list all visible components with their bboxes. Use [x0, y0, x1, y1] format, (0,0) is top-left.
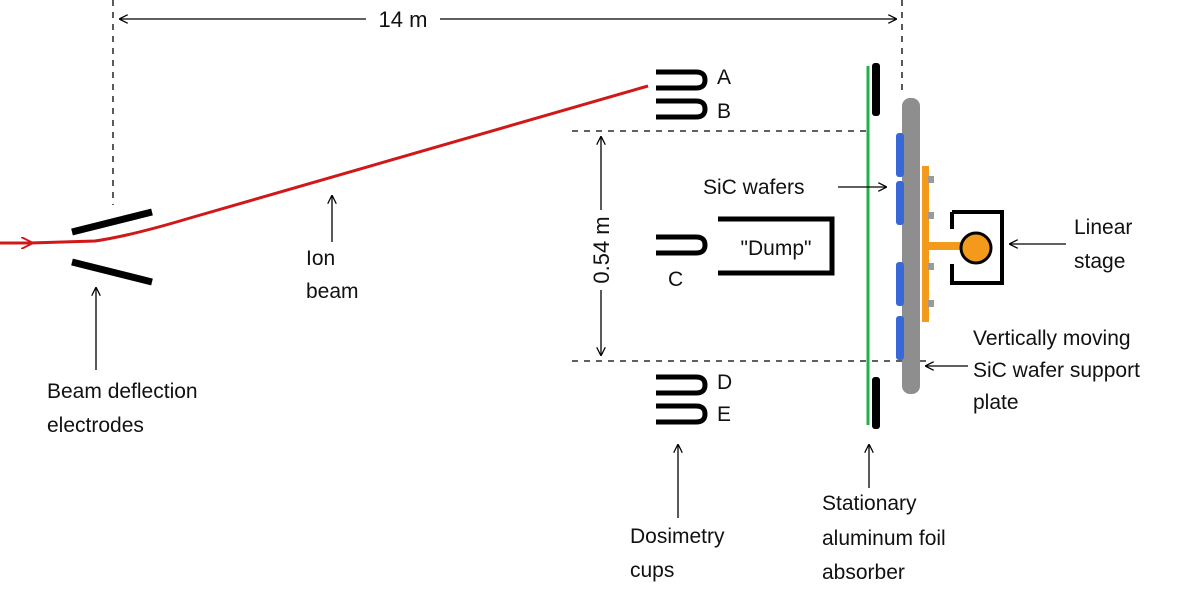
support-plate-label-line2: SiC wafer support [973, 359, 1140, 382]
upper-deflection-electrode [71, 208, 153, 236]
cup-label-e: E [717, 403, 731, 426]
absorber-label-line2: aluminum foil [822, 527, 946, 550]
dosimetry-cup-c [656, 234, 708, 256]
beam-dump [718, 216, 835, 276]
lower-foil-mount [872, 377, 880, 429]
sic-wafers [896, 133, 904, 360]
sic-wafer [896, 316, 904, 360]
dosimetry-cups-label-line2: cups [630, 559, 674, 582]
cup-label-d: D [717, 371, 732, 394]
ion-beam-path [29, 84, 649, 245]
ion-beam-label-line1: Ion [306, 247, 335, 270]
linear-stage [950, 210, 1004, 285]
linear-stage-label-line2: stage [1074, 250, 1125, 273]
height-label: 0.54 m [589, 216, 614, 283]
dosimetry-cup-e [656, 403, 708, 425]
ion-beam-label-line2: beam [306, 280, 359, 303]
dosimetry-cup-b [656, 98, 708, 120]
linear-stage-label-line1: Linear [1074, 216, 1132, 239]
support-plate-label-line3: plate [973, 391, 1019, 414]
dosimetry-cups-label-line1: Dosimetry [630, 525, 725, 548]
upper-foil-mount [872, 63, 880, 116]
dosimetry-cup-a [656, 69, 708, 91]
lower-deflection-electrode [71, 258, 153, 286]
dosimetry-cup-d [656, 374, 708, 396]
sic-wafer [896, 133, 904, 177]
absorber-label-line3: absorber [822, 561, 905, 584]
dump-label: "Dump" [741, 237, 812, 260]
electrodes-label-line1: Beam deflection [47, 380, 198, 403]
wafer-holder [922, 166, 976, 322]
sic-wafers-label: SiC wafers [703, 176, 805, 199]
support-plate-label-line1: Vertically moving [973, 327, 1131, 350]
cup-label-a: A [717, 66, 731, 89]
cup-label-b: B [717, 100, 731, 123]
ion-beam [0, 84, 649, 245]
sic-wafer [896, 181, 904, 225]
electrodes-label-line2: electrodes [47, 414, 144, 437]
sic-wafer [896, 262, 904, 306]
absorber-label-line1: Stationary [822, 492, 917, 515]
distance-label: 14 m [379, 7, 428, 32]
wafer-support-plate [902, 98, 920, 394]
cup-label-c: C [668, 268, 683, 291]
